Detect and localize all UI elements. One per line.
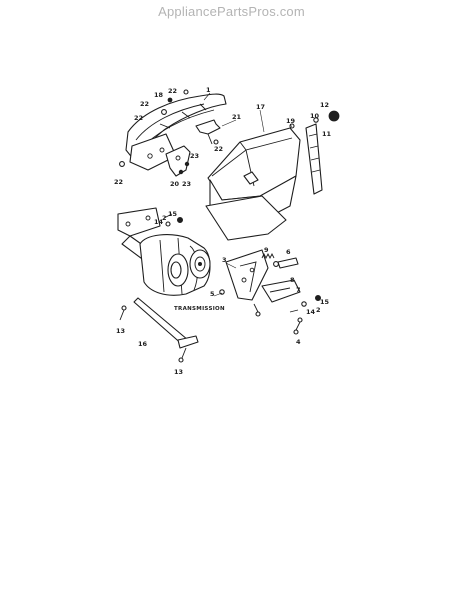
spring[interactable] — [261, 252, 275, 260]
callout-5: 5 — [210, 290, 215, 298]
deflector-flap[interactable] — [205, 195, 287, 241]
callout-15: 15 — [168, 210, 178, 218]
callout-16: 16 — [138, 340, 148, 348]
support-bar[interactable] — [133, 297, 199, 349]
callout-14: 14 — [306, 308, 316, 316]
callout-13: 13 — [116, 327, 125, 335]
callout-8: 8 — [290, 276, 295, 284]
linkage-hardware[interactable] — [289, 294, 321, 323]
callout-23: 23 — [190, 152, 199, 160]
shield-bracket[interactable] — [195, 119, 221, 145]
depth-bar[interactable] — [305, 123, 323, 195]
callout-19: 19 — [286, 117, 296, 125]
mounting-bracket[interactable] — [225, 249, 269, 301]
callout-20: 20 — [170, 180, 180, 188]
callout-9: 9 — [264, 246, 269, 254]
callout-14: 14 — [154, 218, 164, 226]
callout-15: 15 — [320, 298, 330, 306]
pivot-rod[interactable] — [273, 257, 299, 269]
shield-bolts[interactable] — [119, 89, 219, 175]
bracket-bolt[interactable] — [219, 289, 261, 317]
depth-bar-knob[interactable] — [328, 110, 340, 122]
watermark: AppliancePartsPros.com — [158, 4, 305, 19]
callout-23: 23 — [182, 180, 191, 188]
callout-10: 10 — [310, 112, 320, 120]
hinge-bracket[interactable] — [165, 145, 191, 177]
clutch-plate[interactable] — [261, 279, 301, 303]
transmission-pulley[interactable] — [189, 249, 211, 279]
callout-4: 4 — [296, 338, 301, 346]
transmission-bolts[interactable] — [163, 213, 183, 227]
shield-side-plate[interactable] — [129, 133, 177, 171]
callout-leaders — [203, 92, 293, 297]
callout-7: 7 — [296, 286, 301, 294]
callout-11: 11 — [322, 130, 332, 138]
callout-2: 2 — [162, 214, 167, 222]
support-bolts[interactable] — [119, 305, 187, 363]
callout-22: 22 — [134, 114, 143, 122]
part-callouts: 1 22 18 22 22 21 22 23 20 23 22 17 12 10… — [114, 86, 332, 376]
callout-21: 21 — [232, 113, 242, 121]
callout-22: 22 — [140, 100, 149, 108]
callout-18: 18 — [154, 91, 164, 99]
callout-1: 1 — [206, 86, 211, 94]
callout-13: 13 — [174, 368, 183, 376]
callout-17: 17 — [256, 103, 265, 111]
callout-22: 22 — [214, 145, 223, 153]
hitch-bolt[interactable] — [293, 321, 301, 335]
callout-3: 3 — [222, 256, 227, 264]
transmission-caption: TRANSMISSION — [174, 306, 225, 312]
callout-2: 2 — [316, 306, 321, 314]
callout-12: 12 — [320, 101, 329, 109]
callout-22: 22 — [114, 178, 123, 186]
callout-6: 6 — [286, 248, 291, 256]
callout-22: 22 — [168, 87, 177, 95]
